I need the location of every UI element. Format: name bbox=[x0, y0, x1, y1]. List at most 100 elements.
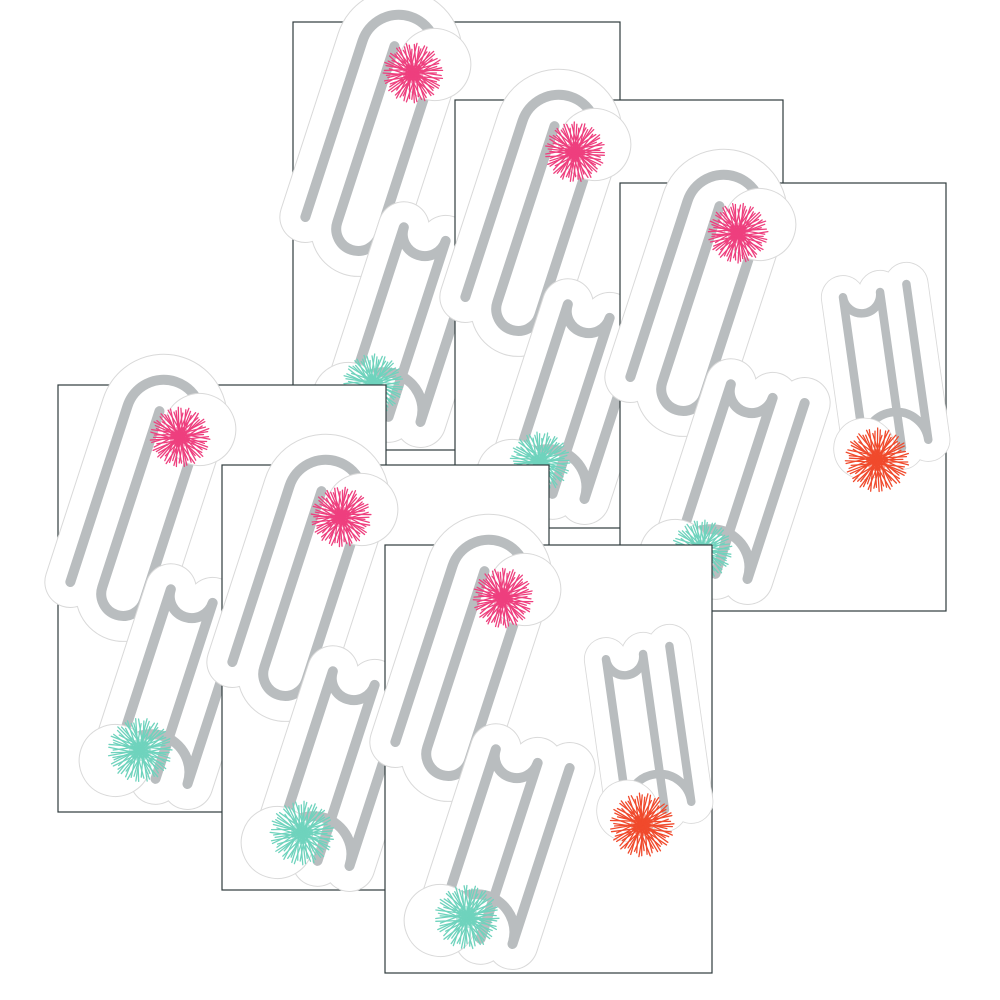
pom-pom-strand bbox=[575, 148, 598, 170]
paper-clip-cutout bbox=[65, 370, 246, 633]
pom-pom-strand bbox=[627, 800, 645, 825]
pom-pom-strand bbox=[403, 46, 412, 76]
pom-pom-strand bbox=[324, 516, 344, 541]
pom-pom-strand bbox=[708, 228, 740, 238]
pom-pom-strand bbox=[410, 45, 426, 74]
pom-pom bbox=[707, 202, 769, 264]
pom-pom bbox=[107, 718, 173, 783]
pom-pom-strand bbox=[709, 220, 739, 235]
pom-pom-strand bbox=[340, 512, 367, 528]
pom-pom-strand bbox=[627, 795, 640, 828]
pom-pom-strand bbox=[316, 519, 344, 527]
pom-pom-strand bbox=[644, 822, 648, 855]
pom-pom-strand bbox=[117, 751, 144, 770]
pom-pom-strand bbox=[519, 439, 540, 466]
paper-clip-cutout bbox=[227, 450, 408, 713]
pom-pom-strand bbox=[369, 353, 376, 386]
pom-pom-strand bbox=[571, 133, 597, 151]
pom-pom-strand bbox=[408, 51, 428, 73]
pom-pom-strand bbox=[388, 68, 414, 78]
paper-clip-cutout bbox=[300, 5, 481, 268]
pom-pom-strand bbox=[370, 378, 404, 382]
pom-pom-strand bbox=[117, 726, 141, 751]
pom-pom-strand bbox=[388, 72, 414, 92]
pom-pom-strand bbox=[638, 794, 643, 827]
pom-pom-strand bbox=[500, 586, 528, 596]
pom-pom-strand bbox=[476, 586, 504, 602]
pom-pom-strand bbox=[571, 123, 583, 153]
pom-pom bbox=[435, 884, 500, 950]
pom-pom-strand bbox=[126, 720, 139, 753]
pom-pom-strand bbox=[369, 367, 397, 383]
pom-pom-strand bbox=[503, 596, 510, 627]
pom-pom-strand bbox=[300, 829, 333, 837]
pom-pom-strand bbox=[738, 228, 763, 247]
pom-pom-strand bbox=[554, 153, 579, 167]
pom-pom-strand bbox=[478, 581, 503, 602]
pom-pom-strand bbox=[414, 70, 426, 102]
pom-pom-strand bbox=[501, 593, 532, 600]
pom-pom-strand bbox=[141, 747, 155, 777]
pom-pom-strand bbox=[877, 458, 893, 487]
pom-pom-strand bbox=[569, 127, 573, 155]
pom-pom-strand bbox=[343, 514, 351, 547]
pom-pom-strand bbox=[868, 429, 875, 463]
pom-pom-strand bbox=[469, 915, 472, 947]
pom-pom-strand bbox=[276, 827, 303, 837]
pom-pom-strand bbox=[304, 830, 315, 864]
pom-pom-strand bbox=[845, 451, 878, 464]
pom-pom-strand bbox=[503, 594, 525, 615]
pom-pom-strand bbox=[538, 457, 567, 466]
pom-pom-strand bbox=[644, 822, 653, 854]
pom-pom-strand bbox=[537, 451, 570, 460]
pom-pom-strand bbox=[464, 903, 493, 916]
pom-pom-strand bbox=[873, 429, 890, 461]
pom-pom-strand bbox=[337, 497, 365, 516]
pom-pom-strand bbox=[369, 360, 387, 384]
pom-pom-strand bbox=[571, 127, 587, 153]
pom-pom-strand bbox=[180, 433, 203, 451]
pom-pom-strand bbox=[276, 835, 306, 845]
pom-pom-strand bbox=[736, 229, 766, 235]
pom-pom-strand bbox=[485, 598, 507, 623]
pom-pom-strand bbox=[468, 914, 485, 945]
pom-pom-strand bbox=[299, 823, 328, 831]
pom-pom-strand bbox=[398, 46, 412, 76]
pom-pom-strand bbox=[574, 153, 606, 156]
pom-pom-strand bbox=[875, 445, 906, 460]
paper-clip-cutout bbox=[812, 284, 932, 491]
pom-pom-strand bbox=[310, 513, 343, 521]
pom-pom-strand bbox=[340, 503, 369, 518]
pom-pom-strand bbox=[547, 143, 576, 156]
pom-pom-strand bbox=[717, 219, 738, 238]
pom-pom-strand bbox=[549, 138, 576, 156]
pom-pom-strand bbox=[455, 886, 466, 920]
pom-pom-strand bbox=[560, 152, 579, 178]
pom-pom-strand bbox=[574, 148, 604, 164]
pom-pom-strand bbox=[734, 218, 760, 232]
pom-pom-strand bbox=[373, 376, 402, 387]
pom-pom-strand bbox=[371, 380, 400, 385]
pom-pom-strand bbox=[275, 833, 304, 852]
pom-pom-strand bbox=[447, 898, 466, 921]
pom-pom-strand bbox=[311, 518, 343, 523]
pom-pom-strand bbox=[538, 433, 541, 463]
pom-pom-strand bbox=[536, 437, 558, 462]
pom-pom-strand bbox=[388, 55, 413, 78]
pom-pom bbox=[545, 121, 606, 183]
pom-pom-strand bbox=[320, 518, 345, 538]
pom-pom-strand bbox=[182, 434, 192, 463]
pom-pom-strand bbox=[435, 919, 470, 922]
pom-pom-strand bbox=[159, 416, 180, 441]
pom-pom-strand bbox=[643, 821, 663, 845]
pom-pom-strand bbox=[535, 433, 546, 464]
pom-pom-strand bbox=[272, 830, 302, 836]
pom-pom-strand bbox=[112, 751, 143, 767]
pom-pom-strand bbox=[493, 597, 502, 623]
pom-pom-strand bbox=[532, 437, 538, 465]
pom-pom-strand bbox=[574, 152, 597, 166]
pom-pom-strand bbox=[873, 458, 882, 489]
pom-pom-strand bbox=[135, 723, 142, 752]
paper-clip-cutout bbox=[460, 85, 641, 348]
